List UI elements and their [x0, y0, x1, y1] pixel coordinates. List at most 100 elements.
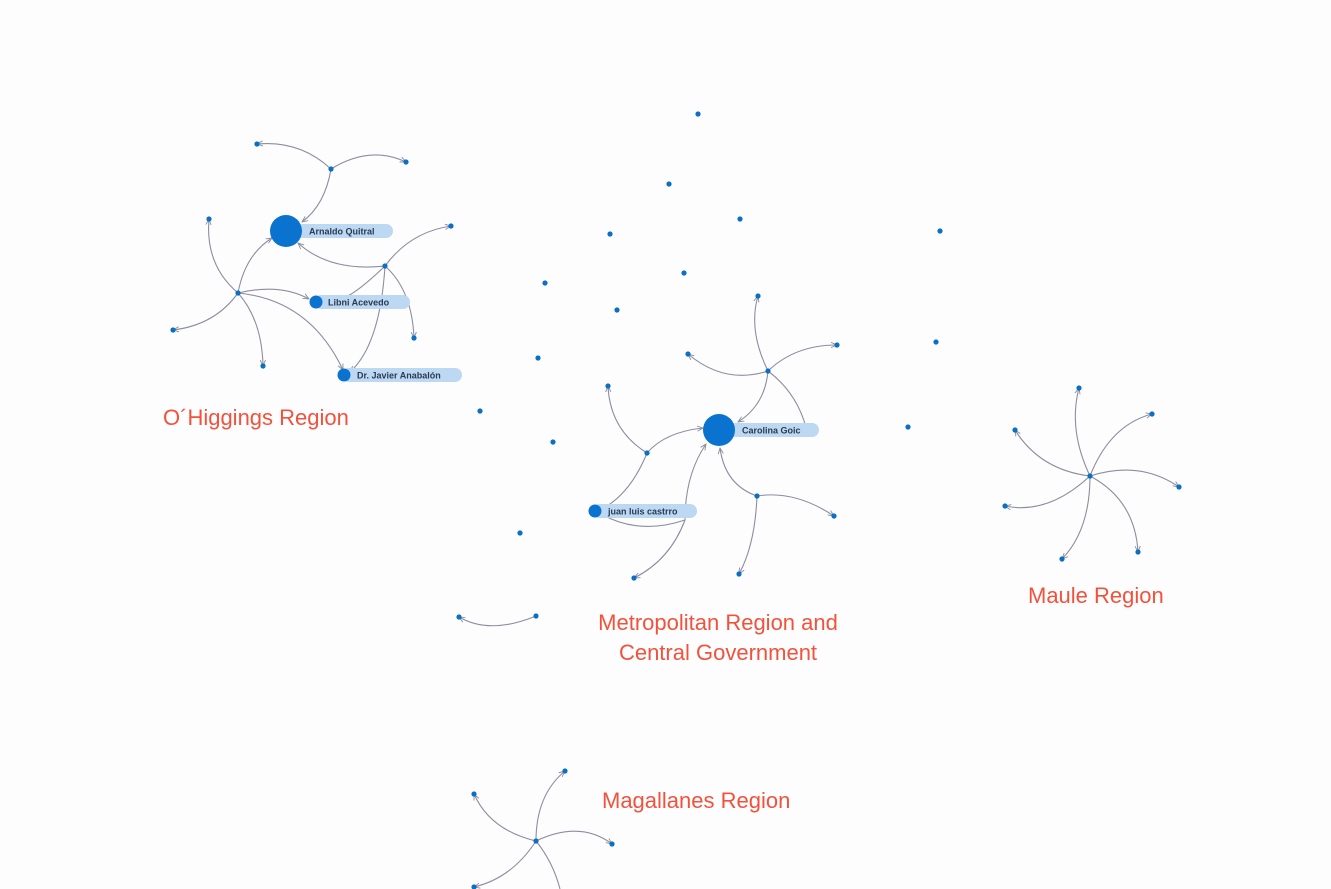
- graph-node[interactable]: [533, 838, 539, 844]
- edge: [1062, 475, 1091, 559]
- edge: [330, 154, 406, 170]
- edge: [1075, 388, 1091, 477]
- graph-node[interactable]: [235, 290, 241, 296]
- graph-node[interactable]: [1012, 427, 1018, 433]
- graph-node[interactable]: [631, 575, 637, 581]
- edge: [209, 219, 239, 294]
- person-node-carolina[interactable]: Carolina Goic: [703, 414, 819, 446]
- graph-node[interactable]: [411, 335, 417, 341]
- graph-node[interactable]: [448, 223, 454, 229]
- node-circle[interactable]: [337, 368, 351, 382]
- graph-node[interactable]: [1087, 473, 1093, 479]
- region-label-maule: Maule Region: [1028, 583, 1164, 608]
- graph-node[interactable]: [1059, 556, 1065, 562]
- nodes-layer: [170, 111, 1182, 889]
- label-pill: [296, 224, 393, 238]
- graph-node[interactable]: [831, 513, 837, 519]
- edge: [474, 840, 537, 887]
- node-circle[interactable]: [588, 504, 602, 518]
- graph-node[interactable]: [533, 613, 539, 619]
- edge: [608, 386, 648, 454]
- edges-layer: [173, 144, 1179, 889]
- graph-node[interactable]: [666, 181, 672, 187]
- edge: [345, 265, 386, 298]
- graph-node[interactable]: [550, 439, 556, 445]
- edge: [535, 840, 561, 889]
- graph-node[interactable]: [905, 424, 911, 430]
- person-node-javier[interactable]: Dr. Javier Anabalón: [337, 368, 463, 382]
- graph-node[interactable]: [1002, 503, 1008, 509]
- graph-node[interactable]: [681, 270, 687, 276]
- node-label: Arnaldo Quitral: [309, 227, 375, 237]
- edge: [756, 494, 834, 516]
- label-pill: [342, 368, 462, 382]
- graph-node[interactable]: [471, 791, 477, 797]
- person-node-arnaldo[interactable]: Arnaldo Quitral: [270, 215, 393, 247]
- node-circle[interactable]: [270, 215, 302, 247]
- node-label: Carolina Goic: [742, 426, 801, 436]
- graph-node[interactable]: [328, 166, 334, 172]
- graph-node[interactable]: [685, 351, 691, 357]
- graph-node[interactable]: [754, 493, 760, 499]
- graph-node[interactable]: [933, 339, 939, 345]
- graph-node[interactable]: [609, 841, 615, 847]
- graph-node[interactable]: [765, 368, 771, 374]
- graph-node[interactable]: [737, 216, 743, 222]
- graph-node[interactable]: [535, 355, 541, 361]
- edge: [237, 292, 344, 370]
- edge: [1089, 475, 1138, 552]
- edge: [1005, 475, 1091, 508]
- graph-node[interactable]: [937, 228, 943, 234]
- graph-node[interactable]: [1076, 385, 1082, 391]
- graph-node[interactable]: [562, 768, 568, 774]
- edge: [688, 354, 769, 376]
- graph-node[interactable]: [542, 280, 548, 286]
- edge: [302, 168, 332, 222]
- region-label-metropolitan-line1: Metropolitan Region and: [598, 610, 838, 635]
- edge: [755, 296, 769, 372]
- edge: [535, 830, 612, 844]
- edge: [739, 495, 758, 574]
- graph-node[interactable]: [755, 293, 761, 299]
- label-pill: [728, 423, 819, 437]
- person-node-juan[interactable]: juan luis castrro: [588, 504, 698, 518]
- node-circle[interactable]: [309, 295, 323, 309]
- edge: [738, 370, 769, 422]
- graph-node[interactable]: [260, 363, 266, 369]
- edge: [1089, 414, 1152, 477]
- graph-node[interactable]: [170, 327, 176, 333]
- graph-node[interactable]: [605, 383, 611, 389]
- graph-node[interactable]: [206, 216, 212, 222]
- graph-node[interactable]: [471, 884, 477, 889]
- graph-node[interactable]: [644, 450, 650, 456]
- edge: [1089, 469, 1179, 487]
- person-node-libni[interactable]: Libni Acevedo: [309, 295, 411, 309]
- graph-node[interactable]: [517, 530, 523, 536]
- graph-node[interactable]: [736, 571, 742, 577]
- graph-node[interactable]: [695, 111, 701, 117]
- edge: [237, 288, 309, 299]
- graph-node[interactable]: [456, 614, 462, 620]
- edge: [767, 345, 837, 372]
- region-label-metropolitan: Metropolitan Region and Central Governme…: [572, 608, 864, 668]
- edge: [646, 428, 703, 454]
- label-pill: [593, 504, 697, 518]
- edge: [720, 448, 758, 497]
- graph-node[interactable]: [1135, 549, 1141, 555]
- graph-node[interactable]: [1149, 411, 1155, 417]
- graph-node[interactable]: [607, 231, 613, 237]
- graph-node[interactable]: [403, 159, 409, 165]
- node-label: Dr. Javier Anabalón: [357, 371, 441, 381]
- graph-node[interactable]: [1176, 484, 1182, 490]
- node-label: juan luis castrro: [607, 507, 678, 517]
- graph-node[interactable]: [254, 141, 260, 147]
- region-label-metropolitan-line2: Central Government: [618, 640, 818, 665]
- graph-node[interactable]: [477, 408, 483, 414]
- node-circle[interactable]: [703, 414, 735, 446]
- graph-node[interactable]: [614, 307, 620, 313]
- region-label-magallanes: Magallanes Region: [602, 788, 791, 813]
- graph-node[interactable]: [834, 342, 840, 348]
- graph-node[interactable]: [382, 263, 388, 269]
